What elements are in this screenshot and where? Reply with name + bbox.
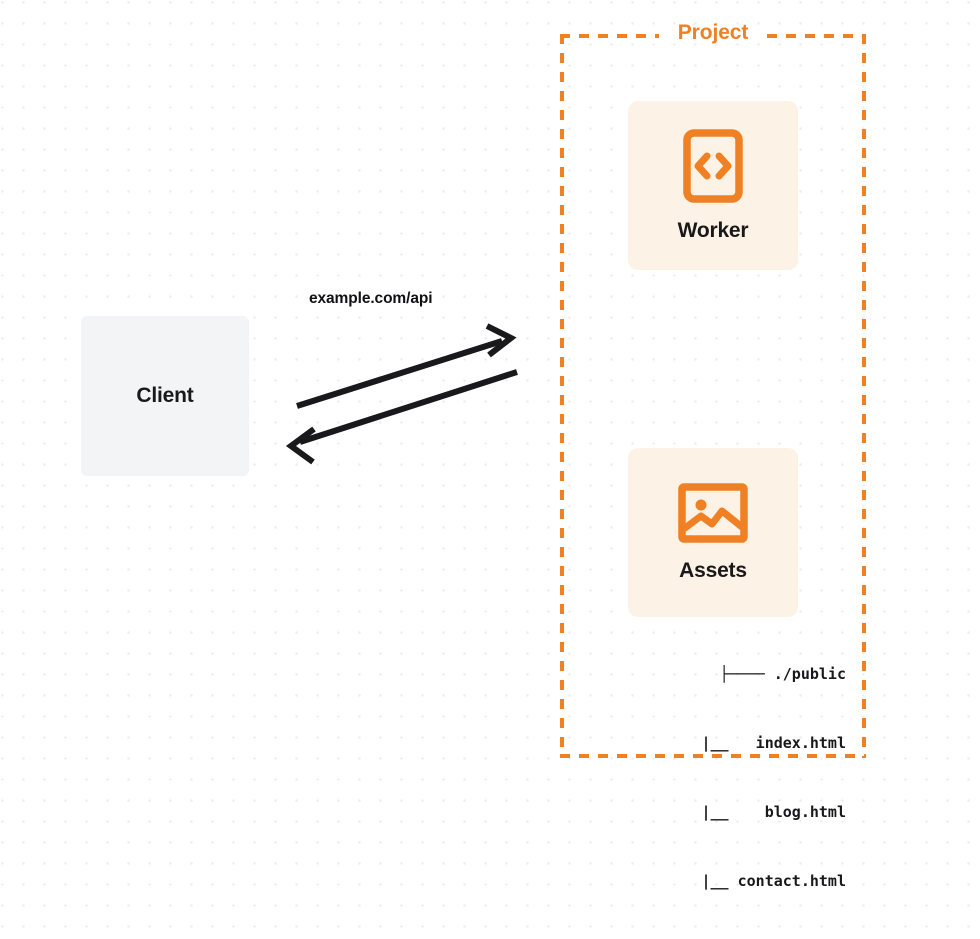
assets-card[interactable]: Assets <box>628 448 798 617</box>
connection-label: example.com/api <box>309 290 433 307</box>
worker-card-label: Worker <box>677 218 749 242</box>
assets-card-label: Assets <box>679 558 747 582</box>
project-border-left <box>560 34 564 758</box>
file-tree-root: ├──── ./public <box>719 665 846 683</box>
diagram-canvas: Client example.com/api Project <box>81 21 866 890</box>
image-picture-icon <box>678 482 748 543</box>
project-border-bottom <box>560 754 866 758</box>
client-node-label: Client <box>136 384 194 407</box>
worker-card[interactable]: Worker <box>628 101 798 270</box>
file-tree-item-contact: |__ contact.html <box>701 872 847 890</box>
file-tree-item-index: |__ index.html <box>701 734 847 752</box>
project-border-top-left <box>560 34 659 38</box>
client-node[interactable]: Client <box>81 316 249 476</box>
assets-file-tree: ├──── ./public |__ index.html |__ blog.h… <box>600 617 847 939</box>
file-tree-item-blog: |__ blog.html <box>701 803 847 821</box>
project-border-top-right <box>767 34 866 38</box>
project-title: Project <box>677 21 749 44</box>
response-arrow-project-to-client <box>285 369 518 465</box>
request-arrow-client-to-project <box>296 323 517 409</box>
project-border-right <box>862 34 866 758</box>
code-brackets-icon <box>683 128 743 203</box>
project-container: Project Worker Assets <box>560 21 866 890</box>
